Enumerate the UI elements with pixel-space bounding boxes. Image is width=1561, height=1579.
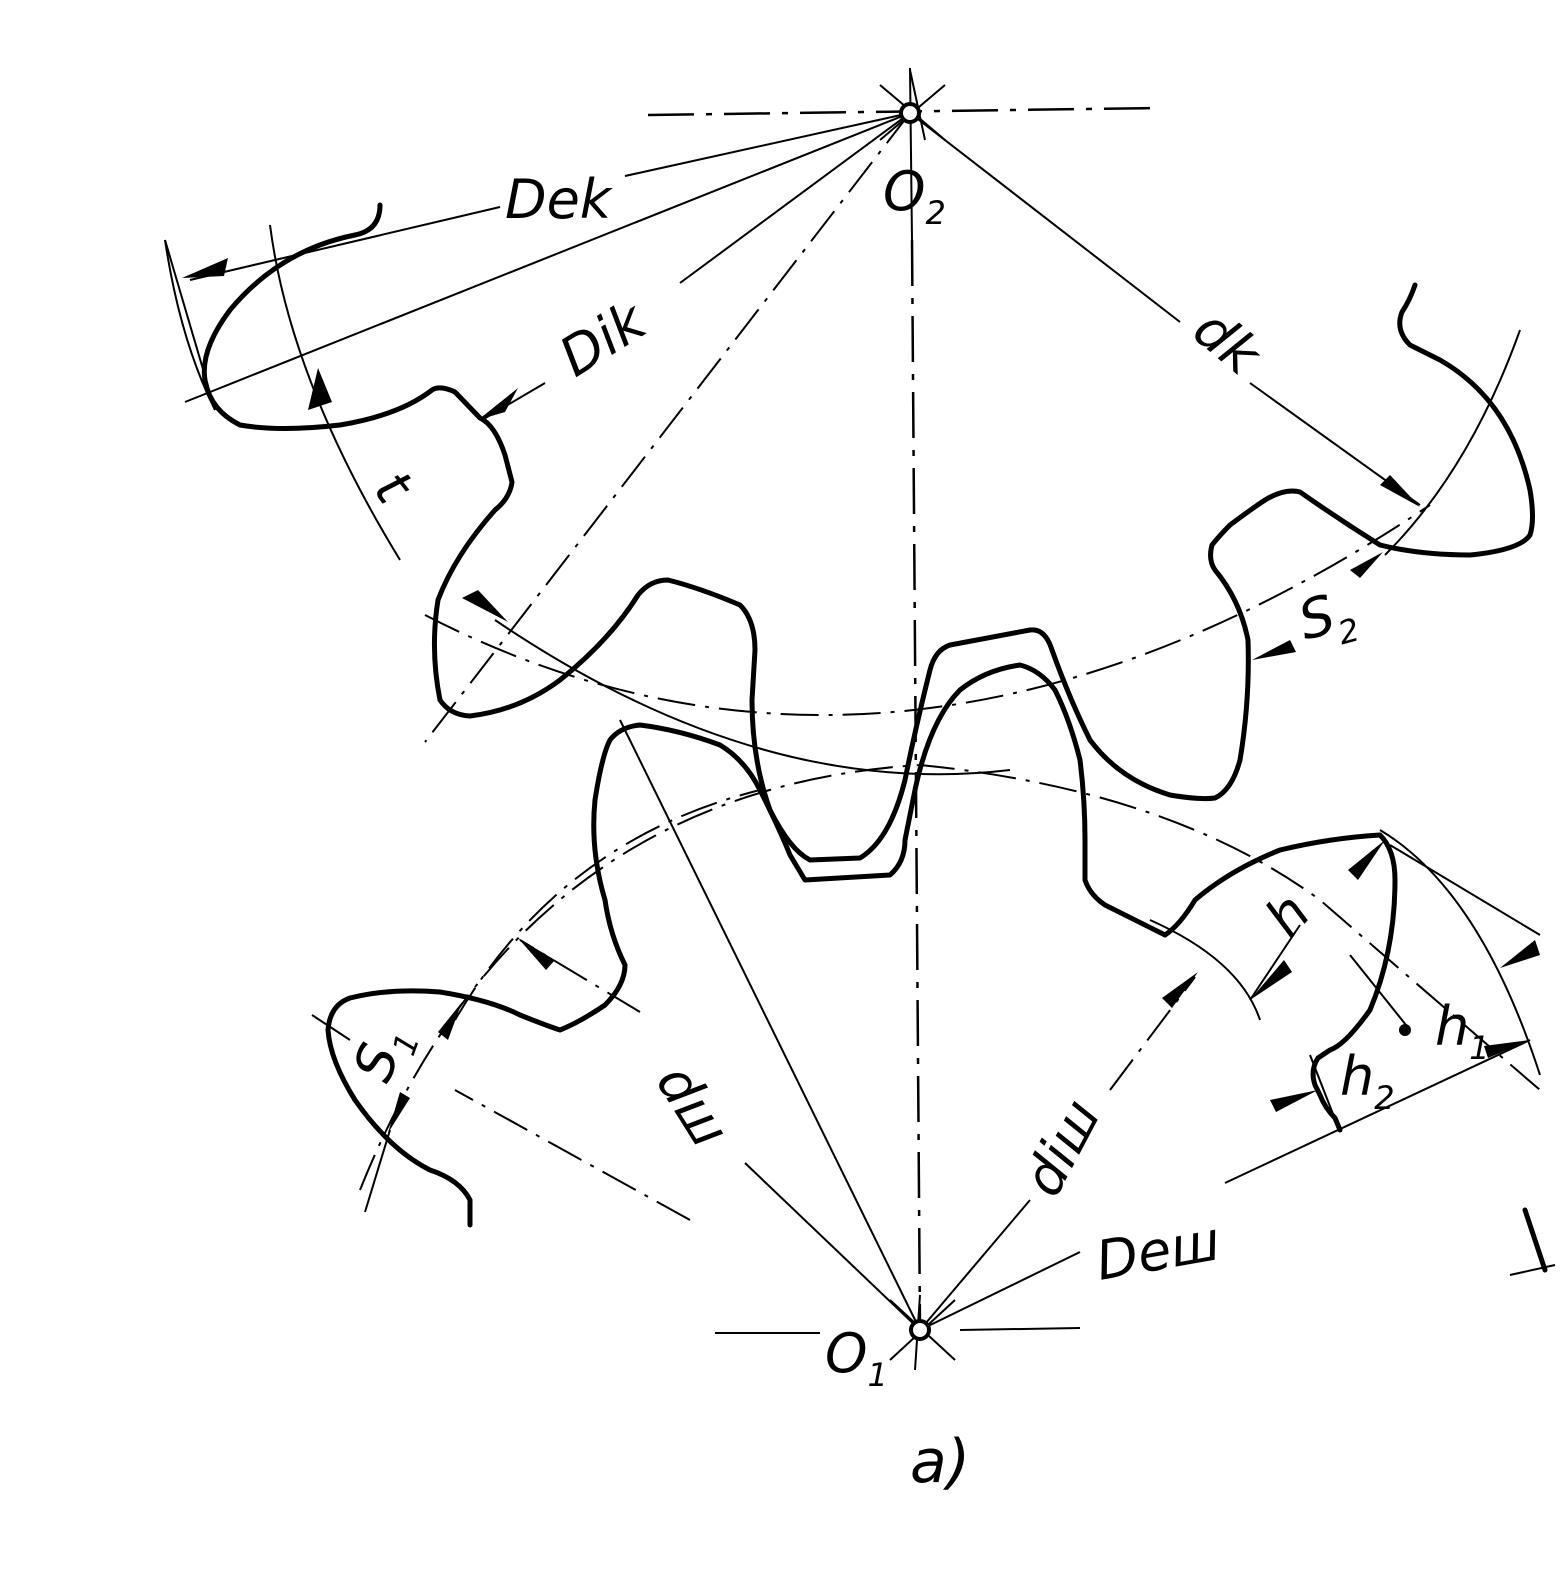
arrowheads [182,258,1540,1133]
label-o2: O2 [883,160,946,232]
arrow-dsh [518,938,555,970]
label-dik: Dik [549,288,659,389]
label-t: t [362,459,426,516]
arrow-h1 [1484,1040,1530,1058]
arrow-dek [182,258,228,278]
arrow-s2-a [1350,552,1383,578]
arrow-t-upper [308,368,332,410]
arrow-dk [1380,475,1420,507]
label-dsh: dш [644,1054,742,1158]
figure-caption: a) [910,1427,970,1497]
point-h1h2 [1399,1024,1411,1036]
arrow-s2-b [1252,640,1296,660]
upper-gear-profile [201,202,1535,863]
label-h2: h2 [1340,1045,1395,1117]
arrow-dik [478,388,518,420]
labels: O2 O1 Dek Dik dk t S2 S1 h h1 h2 dш diш … [341,160,1490,1497]
label-desh: Deш [1091,1209,1224,1293]
label-o1: O1 [825,1322,888,1394]
label-h: h [1253,881,1323,949]
label-h1: h1 [1435,995,1490,1067]
arrow-h2 [1270,1090,1318,1112]
label-dish: diш [1011,1089,1113,1206]
arrow-h-bottom [1250,960,1292,1000]
pitch-circle-lower [359,763,1541,1191]
label-s1: S1 [341,1017,427,1093]
arrow-h-top [1348,840,1385,880]
ticks [164,239,1541,1213]
arrow-dish [1162,972,1198,1008]
label-dk: dk [1182,297,1275,389]
lower-gear-profile [325,662,1398,1228]
arrow-s1-a [438,1002,462,1040]
lower-right-hook [1522,1207,1548,1273]
tip-circle-right [1384,329,1521,556]
tip-circle-lower [1379,829,1541,1076]
label-dek: Dek [505,168,614,231]
arrow-s1-b [388,1092,410,1133]
center-o1 [889,1294,956,1371]
arrow-t-lower [462,590,508,622]
center-o2 [879,69,946,141]
label-s2: S2 [1292,578,1363,662]
arrow-right-edge [1500,940,1540,968]
radial-lines-o2 [184,112,1421,743]
radial-lines-o1 [454,719,1531,1331]
